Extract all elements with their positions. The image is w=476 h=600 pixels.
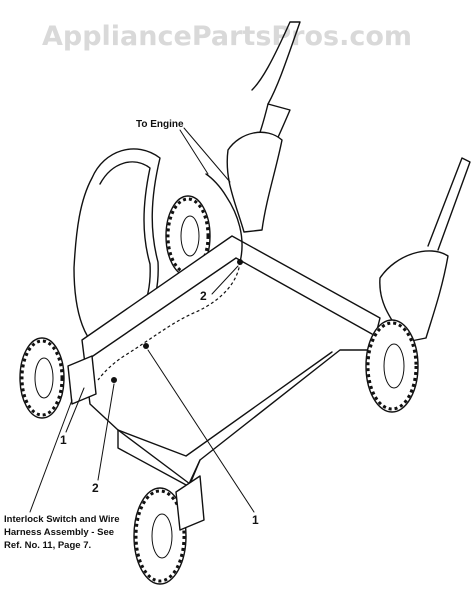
- front-wheel-bracket: [175, 475, 205, 531]
- callout-1-right-leader: [147, 349, 255, 513]
- callout-2-lower-leader: [97, 383, 115, 481]
- deck-front-edge: [117, 351, 333, 457]
- rear-wheel-right-tread: [366, 321, 418, 411]
- to-engine-label: To Engine: [136, 119, 184, 130]
- note-leader: [29, 399, 73, 513]
- callout-2-lower: 2: [92, 481, 99, 495]
- front-wheel-hub: [151, 513, 173, 559]
- watermark: AppliancePartsPros.com: [42, 21, 412, 52]
- deck-front-face: [117, 429, 201, 487]
- rear-wheel-right: [365, 319, 419, 413]
- front-wheel-tread: [134, 489, 186, 583]
- handle-bar-right: [427, 157, 471, 251]
- callout-1-left-leader: [65, 387, 85, 433]
- callout-2-upper: 2: [200, 289, 207, 303]
- note-line-3: Ref. No. 11, Page 7.: [4, 540, 91, 551]
- to-engine-leader-1: [179, 129, 209, 175]
- mower-deck: [81, 235, 381, 485]
- harness-connector-upper: [237, 259, 243, 265]
- front-wheel: [133, 487, 187, 585]
- harness-connector-lower: [111, 377, 117, 383]
- rear-wheel-left-tread: [20, 339, 64, 417]
- callout-2-upper-leader: [211, 265, 239, 295]
- interlock-switch-bracket: [67, 355, 97, 405]
- rear-wheel-right-hub: [383, 343, 405, 389]
- rear-wheel-upper-hub: [180, 215, 200, 257]
- wire-to-engine: [205, 173, 243, 263]
- note-line-2: Harness Assembly - See: [4, 527, 114, 538]
- callout-1-right: 1: [252, 513, 259, 527]
- note-line-1: Interlock Switch and Wire: [4, 514, 120, 525]
- rear-wheel-left: [19, 337, 65, 419]
- rear-wheel-upper-tread: [166, 197, 210, 275]
- deck-top-edge: [89, 257, 373, 359]
- handle-bar-upper: [251, 21, 301, 151]
- harness-connector-mid: [143, 343, 149, 349]
- wire-harness: [97, 261, 241, 381]
- rear-wheel-left-hub: [34, 357, 54, 399]
- to-engine-leader-2: [183, 127, 231, 183]
- handle-bracket-upper: [226, 131, 283, 233]
- handle-bracket-right: [379, 250, 449, 343]
- callout-1-left: 1: [60, 433, 67, 447]
